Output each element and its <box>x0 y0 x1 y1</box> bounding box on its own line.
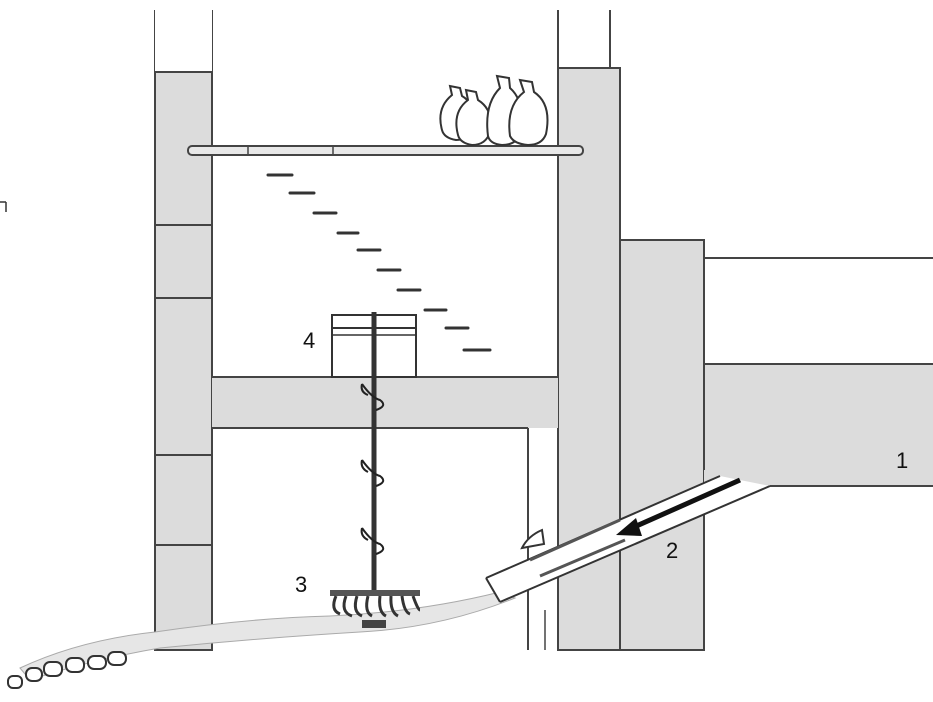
callout-4: 4 <box>303 328 316 353</box>
edge-mark <box>0 201 7 212</box>
flow-arrow <box>616 477 742 536</box>
shelf <box>187 145 584 156</box>
callout-1: 1 <box>896 448 909 473</box>
agitator-blades <box>330 590 421 628</box>
rocks <box>7 651 127 689</box>
water-flow <box>19 591 517 681</box>
left-wall <box>154 10 213 651</box>
sacks <box>439 74 549 147</box>
staircase <box>266 173 492 352</box>
annex <box>619 239 933 651</box>
floor-slab <box>212 376 558 650</box>
rotation-arrows <box>360 383 385 555</box>
inlet-pipe <box>485 475 771 603</box>
callout-3: 3 <box>295 572 308 597</box>
callout-2: 2 <box>666 538 679 563</box>
